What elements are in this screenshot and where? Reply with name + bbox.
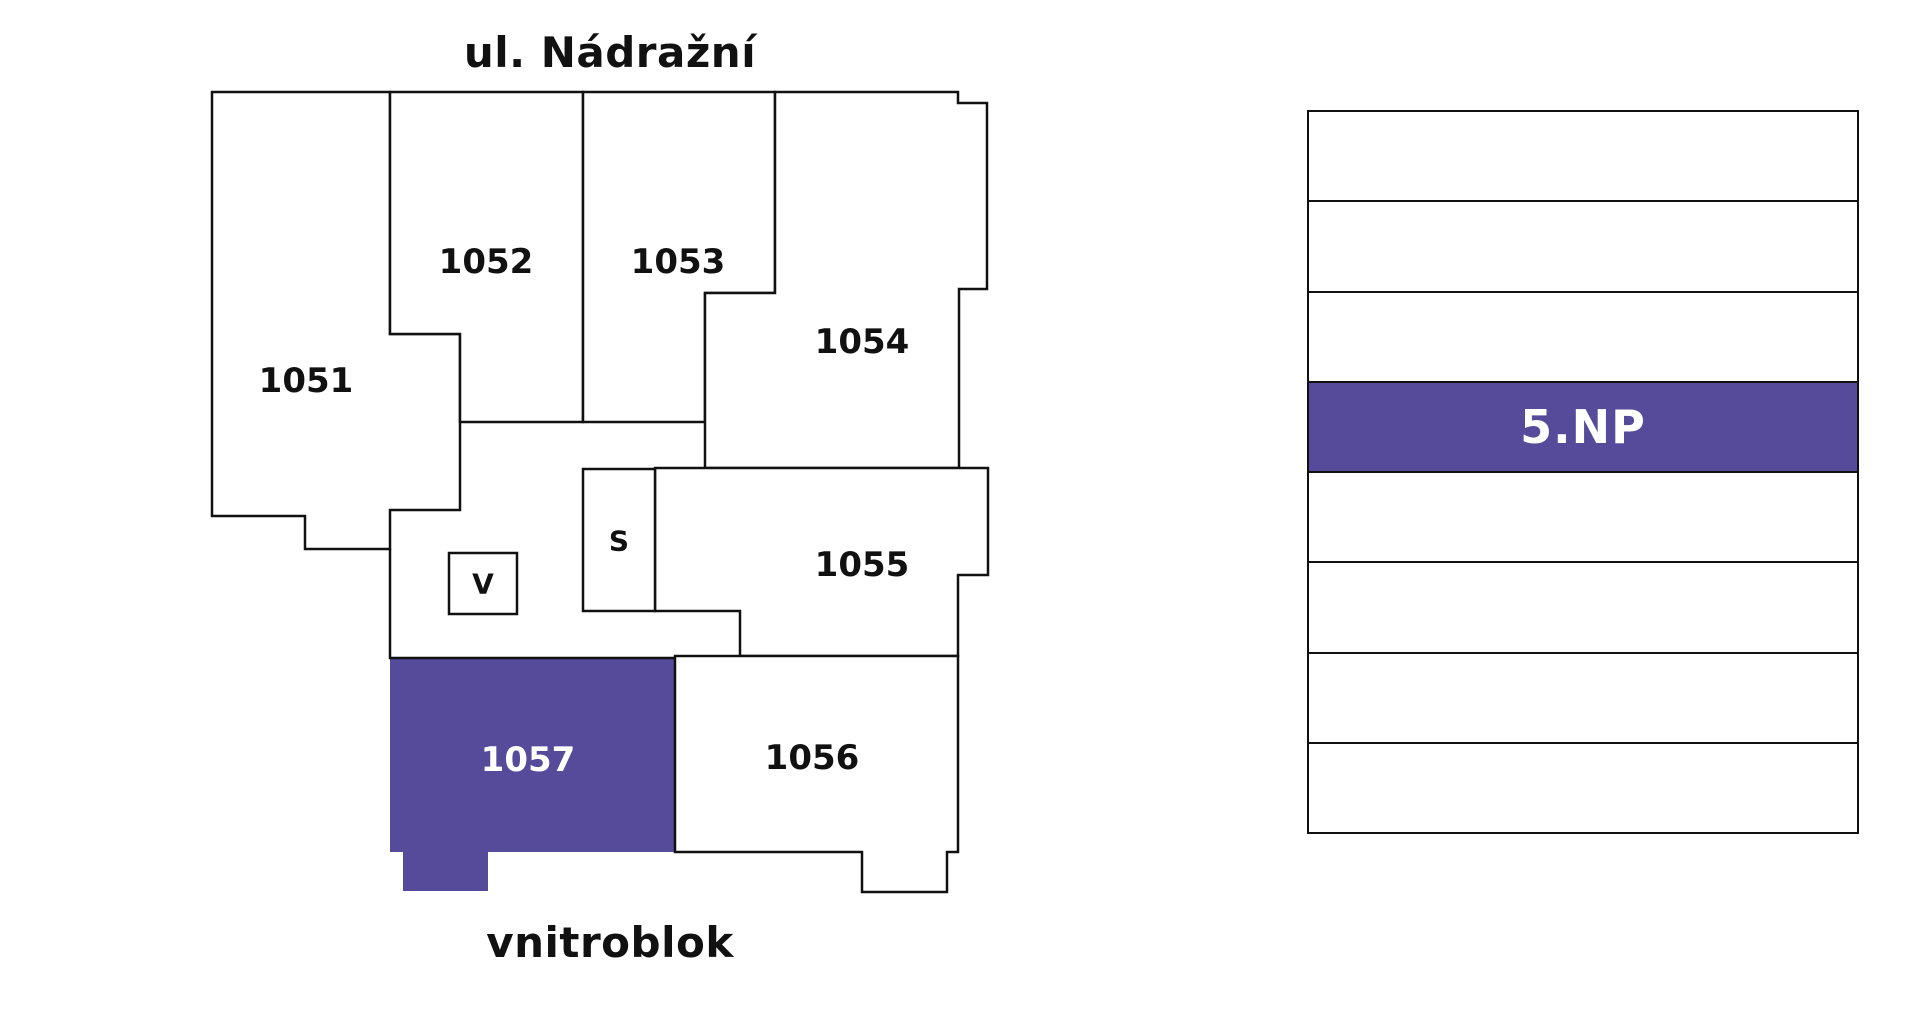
floor-row[interactable] xyxy=(1309,563,1857,654)
unit-1054-label: 1054 xyxy=(815,322,910,362)
floor-row-selected[interactable]: 5.NP xyxy=(1309,382,1857,473)
stairs-core-label: S xyxy=(609,525,629,558)
unit-1056-label: 1056 xyxy=(765,738,860,778)
unit-1053-label: 1053 xyxy=(631,242,726,282)
floor-row[interactable] xyxy=(1309,112,1857,203)
unit-1055-label: 1055 xyxy=(815,545,910,585)
unit-1052-label: 1052 xyxy=(439,242,534,282)
unit-1057-shape[interactable] xyxy=(390,658,675,891)
courtyard-label: vnitroblok xyxy=(486,918,734,967)
unit-1057-label: 1057 xyxy=(481,740,576,780)
floor-row[interactable] xyxy=(1309,653,1857,744)
floor-row-label: 5.NP xyxy=(1520,399,1646,454)
unit-1051-label: 1051 xyxy=(259,361,354,401)
elevator-core-shape xyxy=(447,551,519,616)
floor-row[interactable] xyxy=(1309,202,1857,293)
floor-row[interactable] xyxy=(1309,743,1857,832)
floor-selector: 5.NP xyxy=(1307,110,1859,834)
corridor-left-and-1057-top xyxy=(388,549,675,660)
floor-row[interactable] xyxy=(1309,473,1857,564)
unit-1054-shape[interactable] xyxy=(703,90,989,470)
elevator-core-label: V xyxy=(472,568,494,601)
floor-row[interactable] xyxy=(1309,292,1857,383)
unit-1056-shape[interactable] xyxy=(673,654,960,894)
street-label: ul. Nádražní xyxy=(463,28,757,77)
stairs-core-shape xyxy=(581,467,657,613)
